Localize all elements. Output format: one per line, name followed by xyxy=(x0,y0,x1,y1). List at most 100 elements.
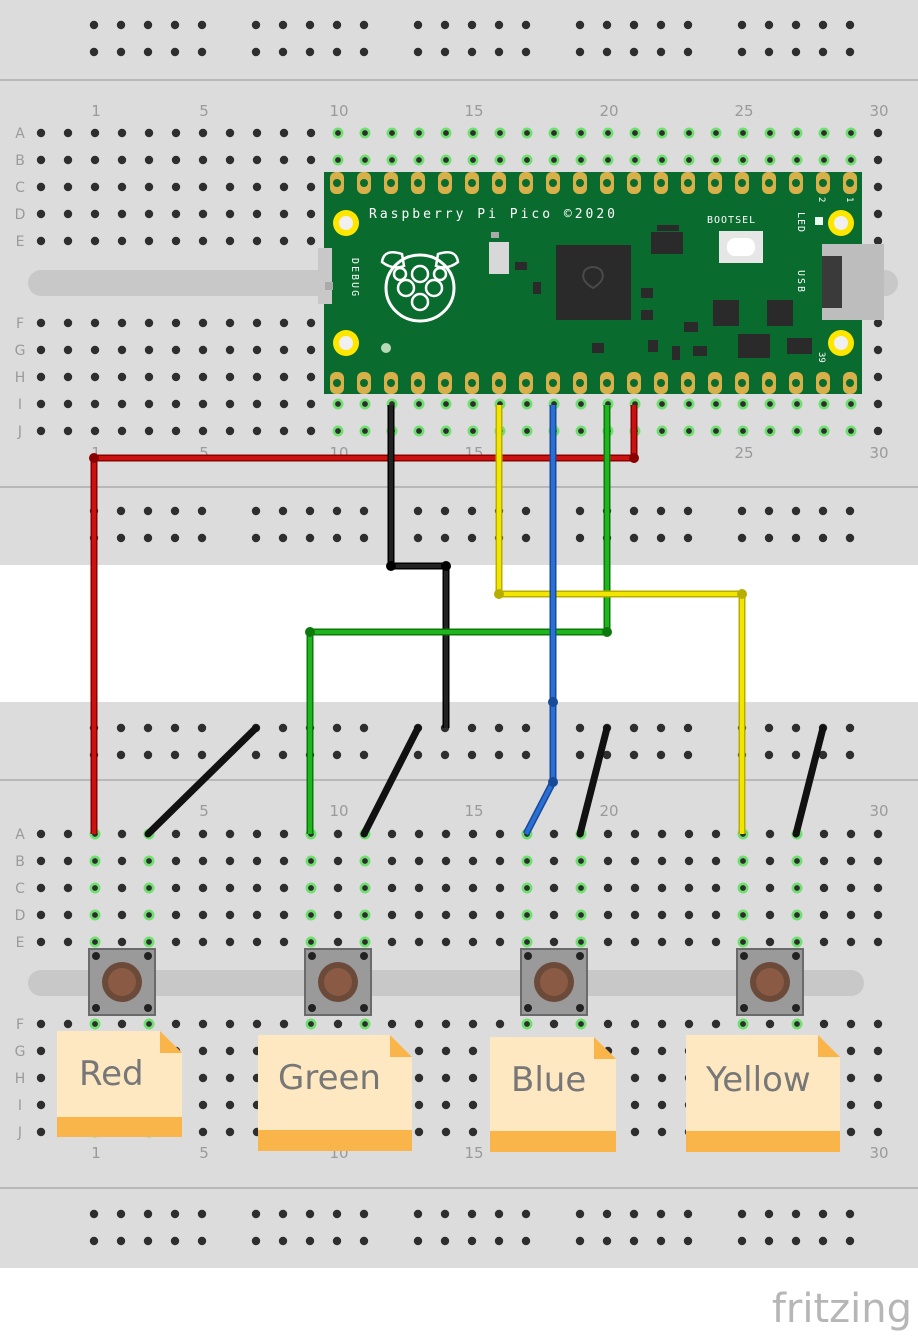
breadboard-hole[interactable] xyxy=(467,127,479,139)
breadboard-hole[interactable] xyxy=(116,47,126,57)
breadboard-hole[interactable] xyxy=(144,399,154,409)
breadboard-hole[interactable] xyxy=(36,856,46,866)
breadboard-hole[interactable] xyxy=(603,856,613,866)
breadboard-hole[interactable] xyxy=(791,47,801,57)
breadboard-hole[interactable] xyxy=(818,20,828,30)
breadboard-hole[interactable] xyxy=(846,883,856,893)
breadboard-hole[interactable] xyxy=(198,399,208,409)
breadboard-hole[interactable] xyxy=(171,829,181,839)
breadboard-hole[interactable] xyxy=(521,506,531,516)
breadboard-hole[interactable] xyxy=(171,399,181,409)
breadboard-hole[interactable] xyxy=(818,506,828,516)
breadboard-hole[interactable] xyxy=(737,154,749,166)
breadboard-hole[interactable] xyxy=(225,399,235,409)
breadboard-hole[interactable] xyxy=(252,910,262,920)
breadboard-hole[interactable] xyxy=(629,1236,639,1246)
breadboard-hole[interactable] xyxy=(575,127,587,139)
breadboard-hole[interactable] xyxy=(171,318,181,328)
breadboard-hole[interactable] xyxy=(873,1073,883,1083)
breadboard-hole[interactable] xyxy=(333,829,343,839)
breadboard-hole[interactable] xyxy=(63,345,73,355)
breadboard-hole[interactable] xyxy=(306,182,316,192)
breadboard-hole[interactable] xyxy=(764,47,774,57)
breadboard-hole[interactable] xyxy=(413,154,425,166)
breadboard-hole[interactable] xyxy=(683,750,693,760)
breadboard-hole[interactable] xyxy=(467,1236,477,1246)
breadboard-hole[interactable] xyxy=(683,154,695,166)
breadboard-hole[interactable] xyxy=(413,533,423,543)
breadboard-hole[interactable] xyxy=(413,398,425,410)
push-button-blue[interactable] xyxy=(520,948,588,1016)
breadboard-hole[interactable] xyxy=(333,910,343,920)
breadboard-hole[interactable] xyxy=(90,155,100,165)
breadboard-hole[interactable] xyxy=(657,829,667,839)
push-button-red[interactable] xyxy=(88,948,156,1016)
breadboard-hole[interactable] xyxy=(575,1236,585,1246)
breadboard-hole[interactable] xyxy=(89,882,101,894)
breadboard-hole[interactable] xyxy=(143,1018,155,1030)
breadboard-hole[interactable] xyxy=(278,20,288,30)
breadboard-hole[interactable] xyxy=(251,750,261,760)
breadboard-hole[interactable] xyxy=(251,47,261,57)
breadboard-hole[interactable] xyxy=(656,1236,666,1246)
breadboard-hole[interactable] xyxy=(36,1073,46,1083)
breadboard-hole[interactable] xyxy=(305,47,315,57)
breadboard-hole[interactable] xyxy=(467,154,479,166)
breadboard-hole[interactable] xyxy=(819,1019,829,1029)
breadboard-hole[interactable] xyxy=(441,883,451,893)
ground-jumper[interactable] xyxy=(144,724,260,838)
breadboard-hole[interactable] xyxy=(764,533,774,543)
breadboard-hole[interactable] xyxy=(225,856,235,866)
breadboard-hole[interactable] xyxy=(89,1209,99,1219)
breadboard-hole[interactable] xyxy=(495,1019,505,1029)
breadboard-hole[interactable] xyxy=(467,398,479,410)
breadboard-hole[interactable] xyxy=(683,723,693,733)
breadboard-hole[interactable] xyxy=(549,829,559,839)
breadboard-hole[interactable] xyxy=(629,506,639,516)
breadboard-hole[interactable] xyxy=(306,209,316,219)
breadboard-hole[interactable] xyxy=(116,750,126,760)
breadboard-hole[interactable] xyxy=(440,506,450,516)
breadboard-hole[interactable] xyxy=(36,883,46,893)
breadboard-hole[interactable] xyxy=(359,750,369,760)
breadboard-hole[interactable] xyxy=(764,750,774,760)
breadboard-hole[interactable] xyxy=(629,47,639,57)
breadboard-hole[interactable] xyxy=(873,856,883,866)
breadboard-hole[interactable] xyxy=(441,829,451,839)
breadboard-hole[interactable] xyxy=(144,345,154,355)
breadboard-hole[interactable] xyxy=(468,856,478,866)
breadboard-hole[interactable] xyxy=(197,533,207,543)
breadboard-hole[interactable] xyxy=(737,47,747,57)
breadboard-hole[interactable] xyxy=(36,399,46,409)
breadboard-hole[interactable] xyxy=(252,128,262,138)
breadboard-hole[interactable] xyxy=(521,1018,533,1030)
breadboard-hole[interactable] xyxy=(117,426,127,436)
breadboard-hole[interactable] xyxy=(819,937,829,947)
breadboard-hole[interactable] xyxy=(414,1100,424,1110)
breadboard-hole[interactable] xyxy=(359,909,371,921)
breadboard-hole[interactable] xyxy=(791,154,803,166)
breadboard-hole[interactable] xyxy=(387,910,397,920)
breadboard-hole[interactable] xyxy=(198,318,208,328)
breadboard-hole[interactable] xyxy=(171,155,181,165)
breadboard-hole[interactable] xyxy=(846,1127,856,1137)
breadboard-hole[interactable] xyxy=(90,426,100,436)
breadboard-hole[interactable] xyxy=(737,855,749,867)
push-button-yellow[interactable] xyxy=(736,948,804,1016)
breadboard-hole[interactable] xyxy=(441,1073,451,1083)
breadboard-hole[interactable] xyxy=(386,154,398,166)
breadboard-hole[interactable] xyxy=(197,1236,207,1246)
breadboard-hole[interactable] xyxy=(630,937,640,947)
breadboard-hole[interactable] xyxy=(225,1046,235,1056)
breadboard-hole[interactable] xyxy=(225,910,235,920)
breadboard-hole[interactable] xyxy=(737,398,749,410)
breadboard-hole[interactable] xyxy=(332,723,342,733)
breadboard-hole[interactable] xyxy=(414,1073,424,1083)
breadboard-hole[interactable] xyxy=(873,399,883,409)
breadboard-hole[interactable] xyxy=(225,829,235,839)
breadboard-hole[interactable] xyxy=(305,506,315,516)
breadboard-hole[interactable] xyxy=(306,399,316,409)
breadboard-hole[interactable] xyxy=(683,127,695,139)
ground-jumper[interactable] xyxy=(576,724,611,838)
breadboard-hole[interactable] xyxy=(656,398,668,410)
